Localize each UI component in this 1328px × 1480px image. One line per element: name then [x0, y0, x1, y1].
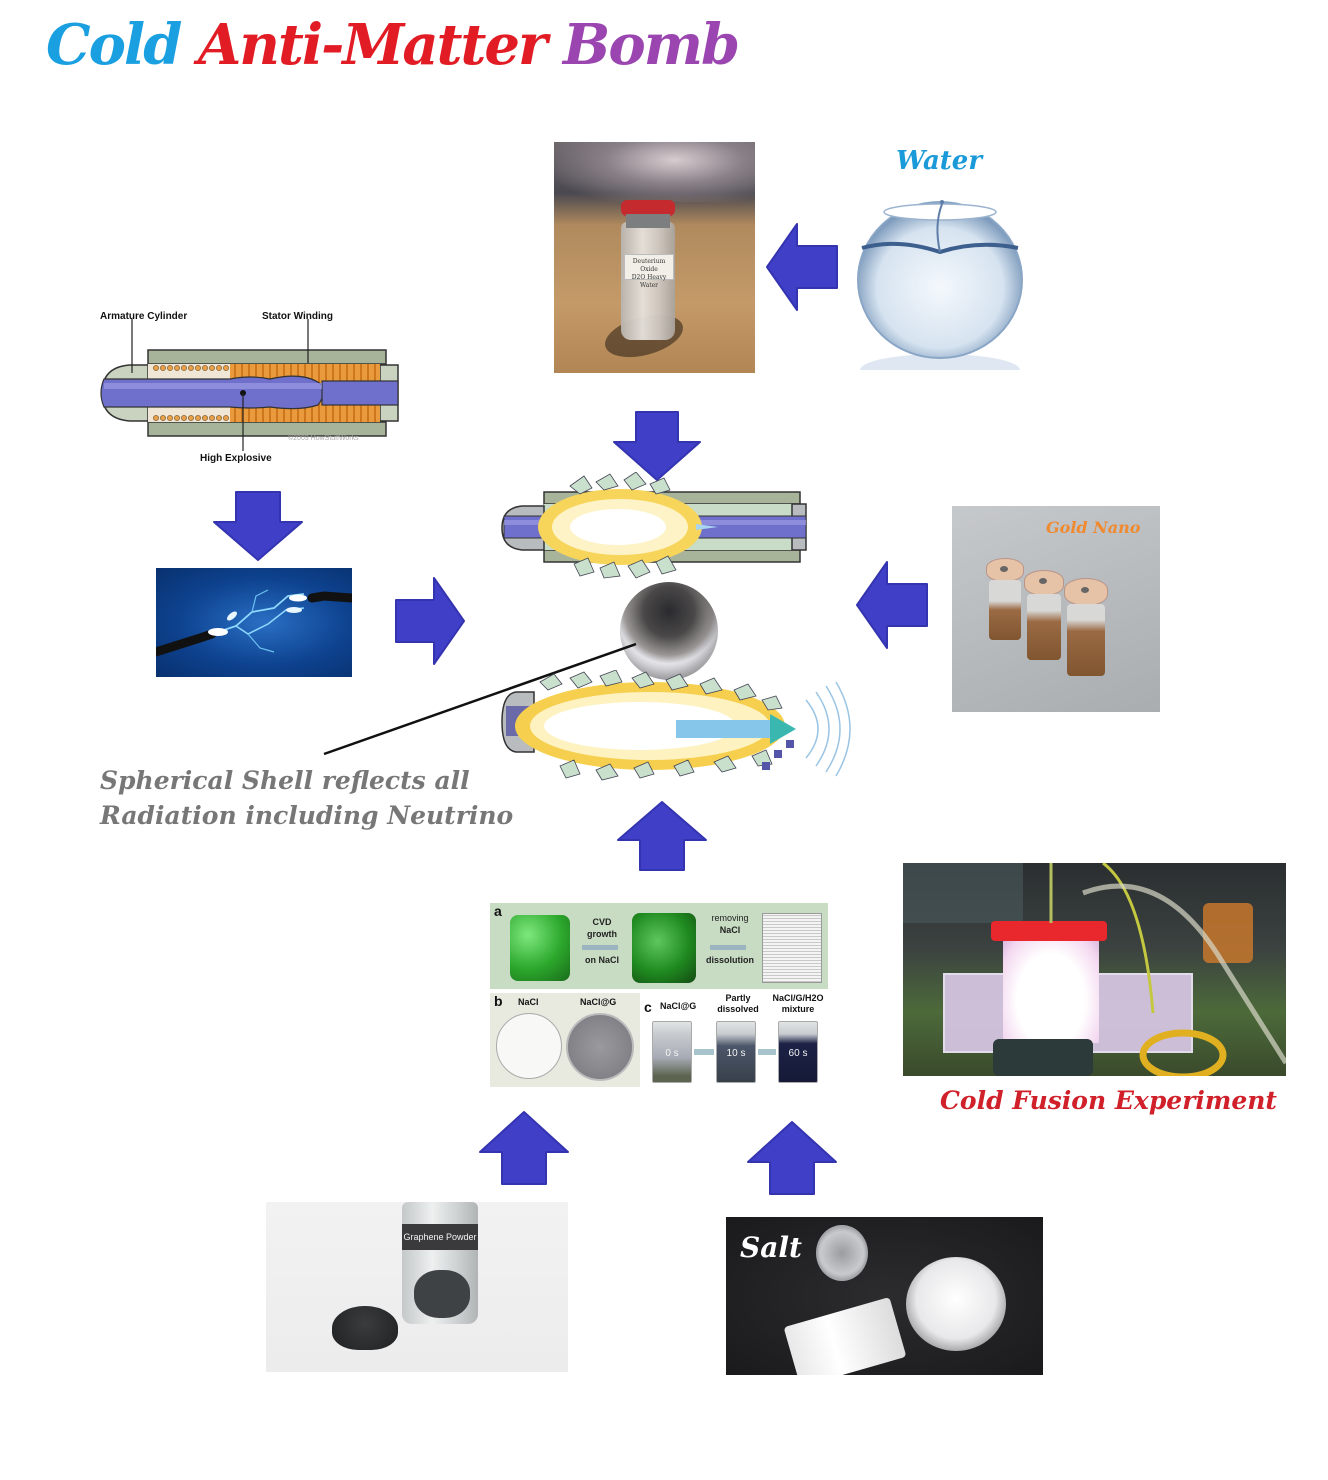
dish-naclg-label: NaCl@G [580, 997, 617, 1007]
step1-line1: CVD [592, 917, 612, 927]
arrow-down-vial-to-core [612, 410, 702, 482]
panel-c-letter: c [644, 999, 652, 1015]
beaker-time-60s: 60 s [788, 1048, 808, 1059]
beaker3-label-line1: NaCl/G/H2O [772, 993, 824, 1003]
graphene-powder-pile [332, 1306, 398, 1350]
process-panel-c: c NaCl@G Partly dissolved NaCl/G/H2O mix… [644, 993, 828, 1087]
step2-line1: removing [711, 913, 749, 923]
salt-shaker [783, 1297, 907, 1375]
beaker1-label: NaCl@G [660, 1001, 697, 1011]
beaker-0s: 0 s [652, 1021, 692, 1083]
graphene-process-figure: a CVD growth on NaCl removing NaCl disso… [490, 903, 828, 1087]
annotation-leader-line [323, 642, 637, 756]
title-word-antimatter: Anti-Matter [197, 12, 548, 78]
heavy-water-vial-photo: Deuterium Oxide D2O Heavy Water [554, 142, 755, 373]
graphene-powder-photo: Graphene Powder [266, 1202, 568, 1372]
step2-line2: NaCl [719, 925, 741, 935]
beaker2-label-line2: dissolved [717, 1004, 759, 1014]
step1-line3: on NaCl [584, 955, 619, 965]
gold-vial-2 [1024, 570, 1064, 660]
petri-dish-naclg [566, 1013, 634, 1081]
tubing-icon [1049, 863, 1286, 1076]
title-word-bomb: Bomb [563, 12, 740, 78]
beaker2-label-line1: Partly [725, 993, 751, 1003]
high-explosive-label: High Explosive [200, 453, 272, 464]
beaker-time-10s: 10 s [726, 1048, 746, 1059]
coilgun-diagram: Armature Cylinder Stator Winding High Ex… [90, 305, 410, 475]
water-bowl-photo [828, 180, 1048, 370]
sphere-annotation-line1: Spherical Shell reflects all [100, 766, 470, 795]
graphene-foam-icon [762, 913, 822, 983]
copyright-label: ©2003 HowStuffWorks [288, 435, 359, 442]
process-panel-b: b NaCl NaCl@G [490, 993, 640, 1087]
gold-nano-caption: Gold Nano [1046, 518, 1141, 537]
reactor-lid [991, 921, 1107, 941]
title-word-cold: Cold [46, 12, 182, 78]
nacl-lattice-icon [510, 915, 570, 981]
salt-caption: Salt [740, 1231, 802, 1264]
step2-line3: dissolution [706, 955, 754, 965]
salt-photo: Salt [726, 1217, 1043, 1375]
cold-fusion-caption: Cold Fusion Experiment [940, 1086, 1277, 1115]
fishbowl-icon [857, 200, 1023, 370]
glowing-reactor [1003, 935, 1099, 1043]
arrow-up-process-to-core [616, 800, 708, 872]
lightning-spark-icon [156, 589, 352, 657]
salt-shaker-lid [816, 1225, 868, 1281]
vial-label-line1: Deuterium Oxide [632, 258, 666, 273]
arrow-down-coilgun-to-spark [212, 490, 304, 562]
beaker-10s: 10 s [716, 1021, 756, 1083]
sphere-annotation-line2: Radiation including Neutrino [100, 801, 514, 830]
gold-nano-photo: Gold Nano [952, 506, 1160, 712]
vial [621, 222, 675, 340]
panel-a-letter: a [494, 903, 502, 919]
dish-nacl-label: NaCl [518, 997, 539, 1007]
coilgun-illustration [100, 319, 399, 451]
vial-cap-icon [621, 200, 675, 216]
vial-label-line2: D2O Heavy Water [631, 274, 667, 289]
arrow-right-spark-to-core [394, 576, 466, 666]
armature-cylinder-label: Armature Cylinder [100, 311, 188, 322]
panel-b-letter: b [494, 993, 503, 1009]
cold-fusion-photo [903, 863, 1286, 1076]
arrow-up-salt-to-process [746, 1120, 838, 1196]
process-panel-a: a CVD growth on NaCl removing NaCl disso… [490, 903, 828, 989]
arrow-left-water-to-vial [765, 222, 839, 312]
step2-arrow-icon [710, 945, 746, 950]
graphene-jar-label: Graphene Powder [402, 1224, 478, 1250]
step1-arrow-icon [582, 945, 618, 950]
electric-spark-photo [156, 568, 352, 677]
arrow-up-graphene-to-process [478, 1110, 570, 1186]
page-title: Cold Anti-Matter Bomb [46, 12, 740, 78]
petri-dish-nacl [496, 1013, 562, 1079]
arrow-left-gold-to-core [855, 560, 929, 650]
gold-vial-1 [986, 558, 1024, 640]
salt-pile [906, 1257, 1006, 1351]
gold-vial-3 [1064, 578, 1108, 676]
beaker-time-0s: 0 s [665, 1048, 679, 1059]
stator-winding-label: Stator Winding [262, 311, 334, 322]
water-caption: Water [896, 146, 983, 176]
nacl-graphene-lattice-icon [632, 913, 696, 983]
beaker3-label-line2: mixture [781, 1004, 815, 1014]
coilgun-firing-top [500, 471, 820, 580]
beaker-60s: 60 s [778, 1021, 818, 1083]
step1-line2: growth [587, 929, 617, 939]
coilgun-firing-bottom [500, 669, 860, 800]
spherical-shell [620, 582, 718, 680]
